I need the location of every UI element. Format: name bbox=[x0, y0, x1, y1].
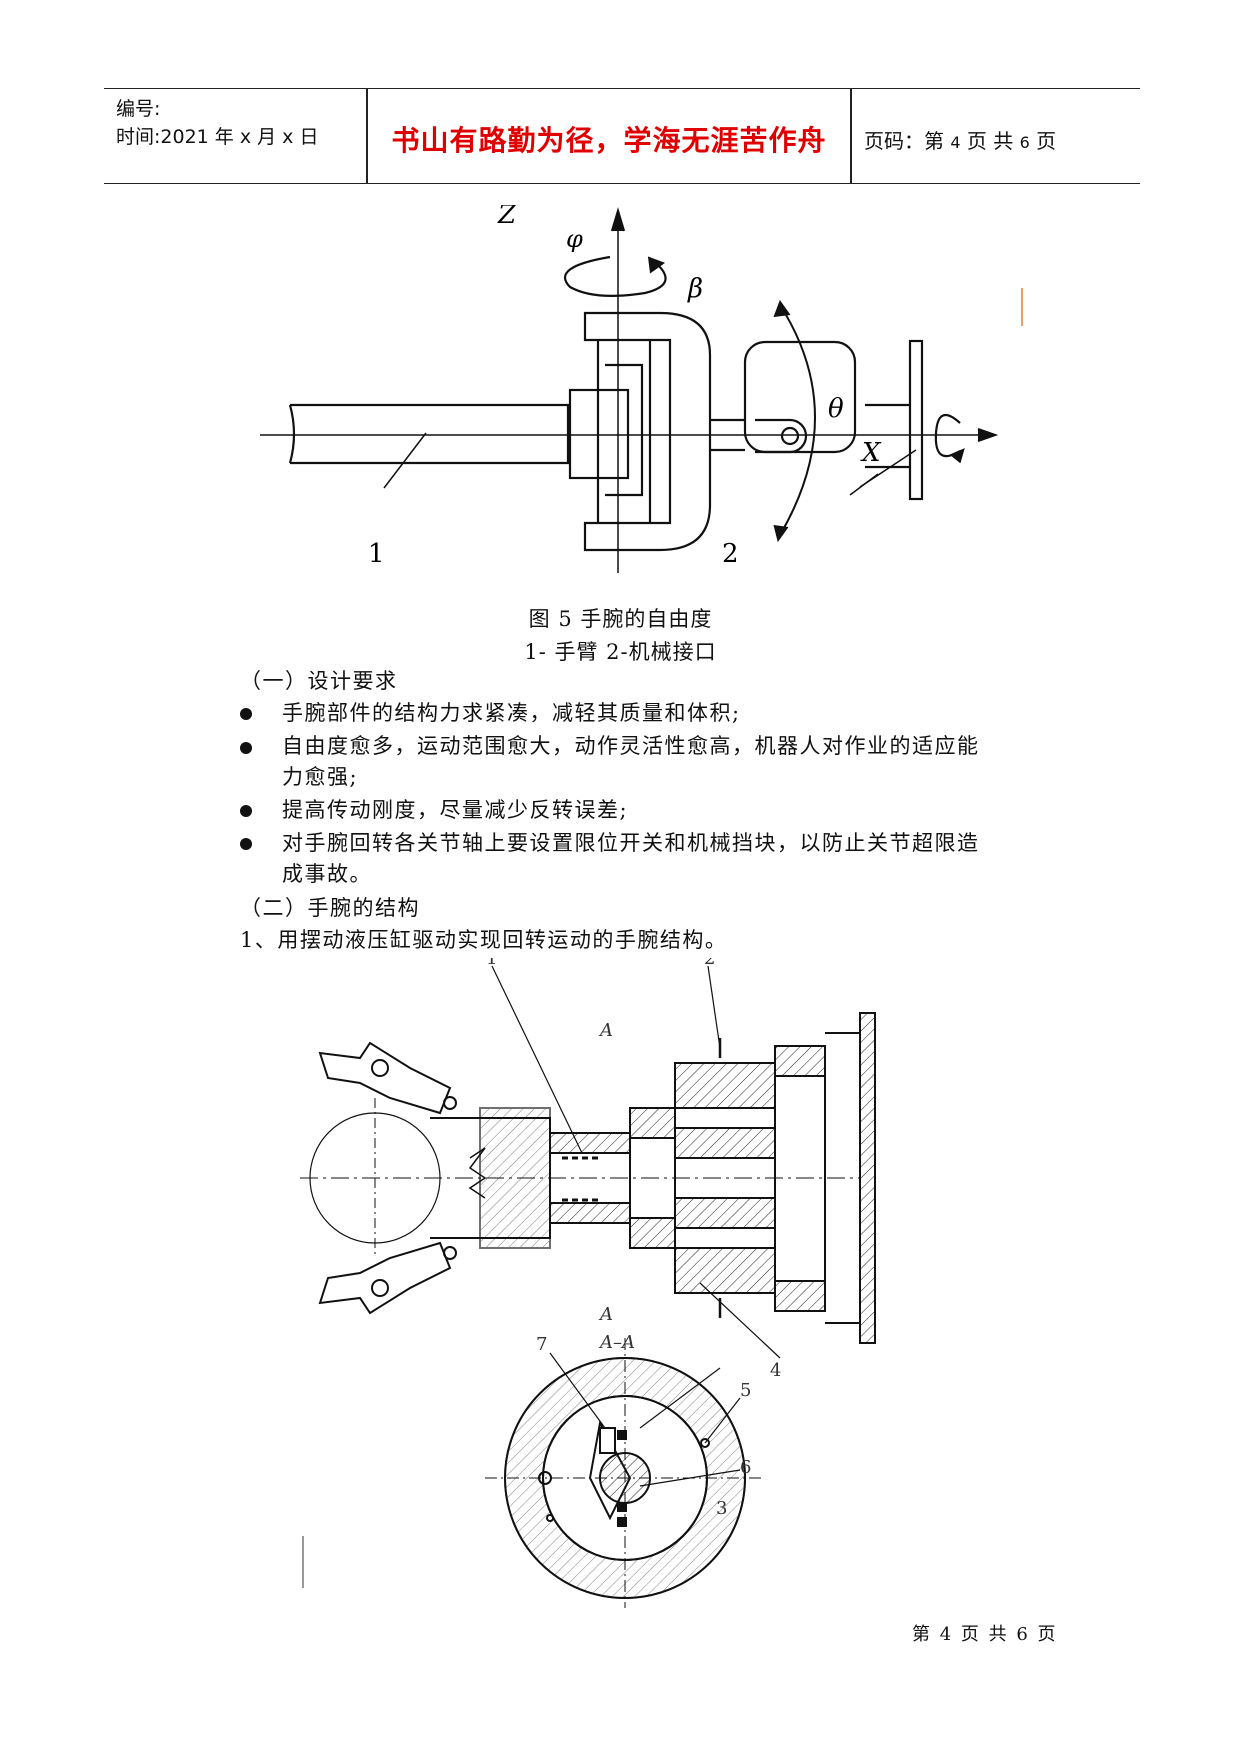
bullet-item: 自由度愈多，运动范围愈大，动作灵活性愈高，机器人对作业的适应能 bbox=[282, 734, 980, 758]
time-label: 时间: bbox=[116, 126, 161, 148]
part-7-label: 7 bbox=[536, 1334, 547, 1355]
part-6-label: 6 bbox=[740, 1457, 751, 1478]
theta-label: θ bbox=[828, 394, 844, 424]
section-mark-a: A bbox=[598, 1304, 613, 1325]
part-1-label: 1 bbox=[368, 539, 385, 569]
page-total: 6 bbox=[1019, 133, 1030, 152]
figure-5-subcaption: 1- 手臂 2-机械接口 bbox=[524, 640, 717, 664]
bullet-dot bbox=[240, 708, 252, 720]
bullet-dot bbox=[240, 805, 252, 817]
bullet-item-cont: 成事故。 bbox=[282, 862, 372, 886]
section-mark-a: A bbox=[598, 1020, 613, 1041]
header-meta: 编号: 时间:2021 年 x 月 x 日 bbox=[116, 95, 318, 151]
page-number: 4 bbox=[950, 133, 961, 152]
time-value: 2021 年 x 月 x 日 bbox=[160, 126, 319, 148]
header-motto: 书山有路勤为径，学海无涯苦作舟 bbox=[391, 124, 827, 157]
bullet-item-cont: 力愈强; bbox=[282, 765, 359, 789]
bullet-item: 提高传动刚度，尽量减少反转误差; bbox=[282, 798, 629, 822]
x-axis-label: X bbox=[860, 438, 882, 468]
section-heading: （二）手腕的结构 bbox=[240, 896, 420, 920]
z-axis-label: Z bbox=[497, 205, 517, 230]
page-suffix: 页 bbox=[1036, 129, 1057, 153]
section-heading: （一）设计要求 bbox=[240, 669, 398, 693]
bullet-dot bbox=[240, 742, 252, 754]
stray-mark bbox=[302, 1536, 304, 1588]
part-2-label: 2 bbox=[704, 958, 715, 969]
list-item: 1、用摆动液压缸驱动实现回转运动的手腕结构。 bbox=[240, 928, 728, 952]
page-mid: 页 共 bbox=[966, 129, 1014, 153]
serial-label: 编号: bbox=[116, 98, 161, 120]
header-page-info: 页码：第 4 页 共 6 页 bbox=[864, 125, 1056, 154]
figure-5-caption: 图 5 手腕的自由度 bbox=[528, 607, 713, 631]
page-footer: 第 4 页 共 6 页 bbox=[912, 1624, 1058, 1645]
bullet-item: 对手腕回转各关节轴上要设置限位开关和机械挡块，以防止关节超限造 bbox=[282, 831, 980, 855]
part-2-label: 2 bbox=[722, 539, 739, 569]
bullet-dot bbox=[240, 838, 252, 850]
wrist-dof-diagram: Z φ β θ X 1 2 bbox=[260, 205, 999, 573]
phi-label: φ bbox=[566, 225, 583, 253]
page-header: 编号: 时间:2021 年 x 月 x 日 书山有路勤为径，学海无涯苦作舟 页码… bbox=[104, 88, 1140, 184]
stray-mark bbox=[1021, 288, 1023, 326]
section-view-label: A–A bbox=[598, 1332, 635, 1353]
wrist-structure-drawing: 1 2 3 4 5 6 7 A A A–A bbox=[300, 958, 876, 1608]
page-prefix: 页码：第 bbox=[864, 129, 944, 153]
beta-label: β bbox=[687, 274, 703, 304]
part-4-label: 4 bbox=[770, 1360, 781, 1381]
part-5-label: 5 bbox=[740, 1380, 751, 1401]
part-1-label: 1 bbox=[486, 958, 497, 969]
bullet-item: 手腕部件的结构力求紧凑，减轻其质量和体积; bbox=[282, 701, 741, 725]
header-divider bbox=[850, 89, 852, 183]
header-divider bbox=[366, 89, 368, 183]
part-3-label: 3 bbox=[716, 1498, 727, 1519]
